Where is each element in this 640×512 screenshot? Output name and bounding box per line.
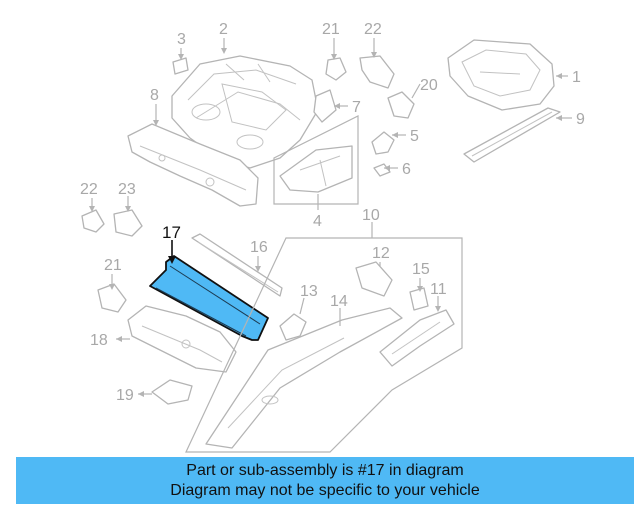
callout-18: 18 bbox=[90, 332, 108, 349]
leader-line-17 bbox=[168, 240, 176, 264]
callout-23: 23 bbox=[118, 181, 136, 198]
callout-labels: 1 2 3 4 5 6 7 8 9 10 11 12 13 14 15 16 1… bbox=[80, 21, 585, 404]
callout-6: 6 bbox=[402, 161, 411, 178]
leader-lines bbox=[89, 38, 572, 397]
callout-9: 9 bbox=[576, 111, 585, 128]
callout-13: 13 bbox=[300, 283, 318, 300]
part-19-bracket[interactable] bbox=[151, 379, 193, 405]
banner-line-2: Diagram may not be specific to your vehi… bbox=[170, 482, 480, 499]
part-11-member[interactable] bbox=[379, 309, 455, 367]
callout-14: 14 bbox=[330, 293, 348, 310]
parts-diagram: 1 2 3 4 5 6 7 8 9 10 11 12 13 14 15 16 1… bbox=[80, 21, 585, 453]
part-20-bracket[interactable] bbox=[387, 91, 415, 119]
part-2-floor-pan[interactable] bbox=[171, 55, 319, 169]
info-banner: Part or sub-assembly is #17 in diagram D… bbox=[16, 457, 634, 504]
callout-2: 2 bbox=[219, 21, 228, 38]
part-15-bracket[interactable] bbox=[409, 287, 429, 311]
callout-16: 16 bbox=[250, 239, 268, 256]
part-17-highlighted[interactable] bbox=[149, 255, 269, 341]
part-22-bracket-upper[interactable] bbox=[359, 55, 395, 89]
part-14-side-member[interactable] bbox=[205, 307, 403, 449]
callout-8: 8 bbox=[150, 87, 159, 104]
callout-20: 20 bbox=[420, 77, 438, 94]
callout-22-lower: 22 bbox=[80, 181, 98, 198]
part-9-rail[interactable] bbox=[463, 107, 561, 163]
callout-11: 11 bbox=[430, 281, 447, 298]
part-3-bracket[interactable] bbox=[172, 57, 189, 75]
part-22-bracket-left[interactable] bbox=[81, 209, 105, 233]
callout-10: 10 bbox=[362, 207, 380, 224]
callout-21-lower: 21 bbox=[104, 257, 122, 274]
part-4-panel[interactable] bbox=[279, 145, 353, 193]
part-23-bracket[interactable] bbox=[113, 209, 143, 237]
part-7-bracket[interactable] bbox=[313, 89, 337, 123]
part-8-cross-member[interactable] bbox=[127, 123, 259, 207]
part-10-box bbox=[185, 237, 463, 453]
callout-22-upper: 22 bbox=[364, 21, 382, 38]
callout-15: 15 bbox=[412, 261, 430, 278]
callout-12: 12 bbox=[372, 245, 390, 262]
part-4-box bbox=[273, 115, 359, 205]
part-5-bracket[interactable] bbox=[371, 131, 395, 155]
callout-1: 1 bbox=[572, 69, 581, 86]
part-1-spare-tire-pan[interactable] bbox=[447, 39, 555, 111]
part-13-bracket[interactable] bbox=[279, 313, 307, 341]
callout-21-upper: 21 bbox=[322, 21, 340, 38]
part-21-bracket-upper[interactable] bbox=[325, 57, 347, 81]
callout-3: 3 bbox=[177, 31, 186, 48]
callout-4: 4 bbox=[313, 213, 322, 230]
banner-line-1: Part or sub-assembly is #17 in diagram bbox=[186, 462, 464, 479]
part-12-bracket[interactable] bbox=[355, 261, 393, 297]
part-18-rear-member[interactable] bbox=[127, 305, 237, 373]
callout-5: 5 bbox=[410, 128, 419, 145]
callout-7: 7 bbox=[352, 99, 361, 116]
callout-17: 17 bbox=[162, 223, 181, 242]
callout-19: 19 bbox=[116, 387, 134, 404]
part-6-clip[interactable] bbox=[373, 163, 391, 177]
